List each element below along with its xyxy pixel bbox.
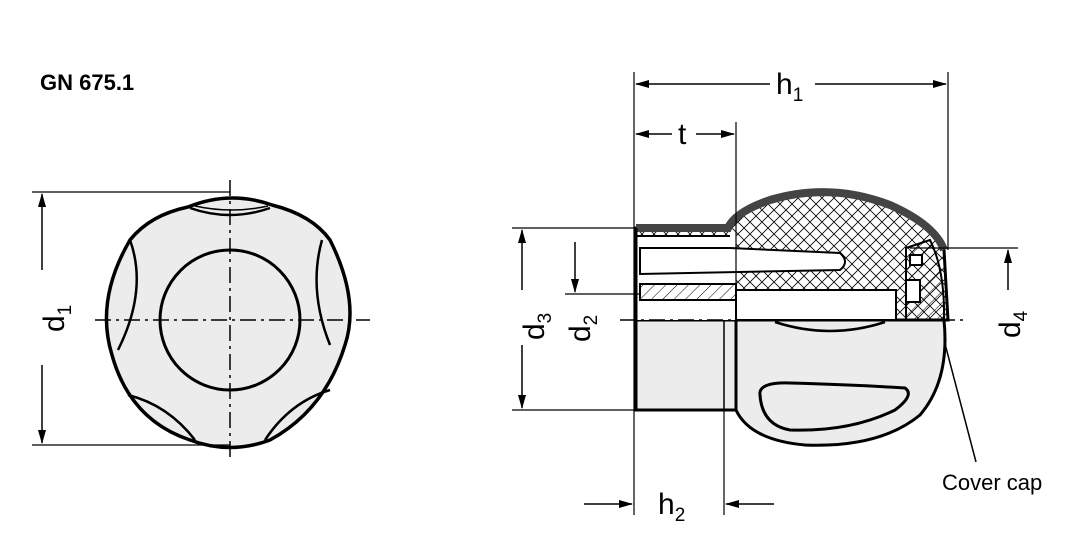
product-code: GN 675.1 [40, 70, 134, 95]
grip-lobe-bottom-left [127, 393, 196, 441]
h2-label: h2 [658, 488, 685, 526]
grip-lobe-right [315, 239, 332, 346]
grip-edge-lower [774, 320, 886, 333]
d2-label: d2 [564, 315, 602, 342]
t-label: t [678, 118, 687, 151]
insert-body [735, 289, 897, 321]
cover-cap-leader [943, 339, 977, 463]
d3-label: d3 [518, 313, 556, 340]
grip-lobe-bottom-right [263, 388, 331, 441]
grip-recess [758, 381, 910, 432]
front-view: d1 [32, 180, 370, 460]
grip-lobe-left [116, 239, 138, 351]
cover-cap-label: Cover cap [942, 470, 1042, 495]
side-view: h1 t d3 d2 d4 h2 Cover [512, 68, 1042, 526]
d4-label: d4 [994, 310, 1032, 338]
thread-section [639, 283, 737, 301]
insert-slot [639, 247, 846, 276]
d1-label: d1 [38, 305, 76, 332]
soft-grip-skin [636, 188, 948, 252]
h1-label: h1 [776, 68, 803, 106]
hub-lower [634, 318, 738, 412]
